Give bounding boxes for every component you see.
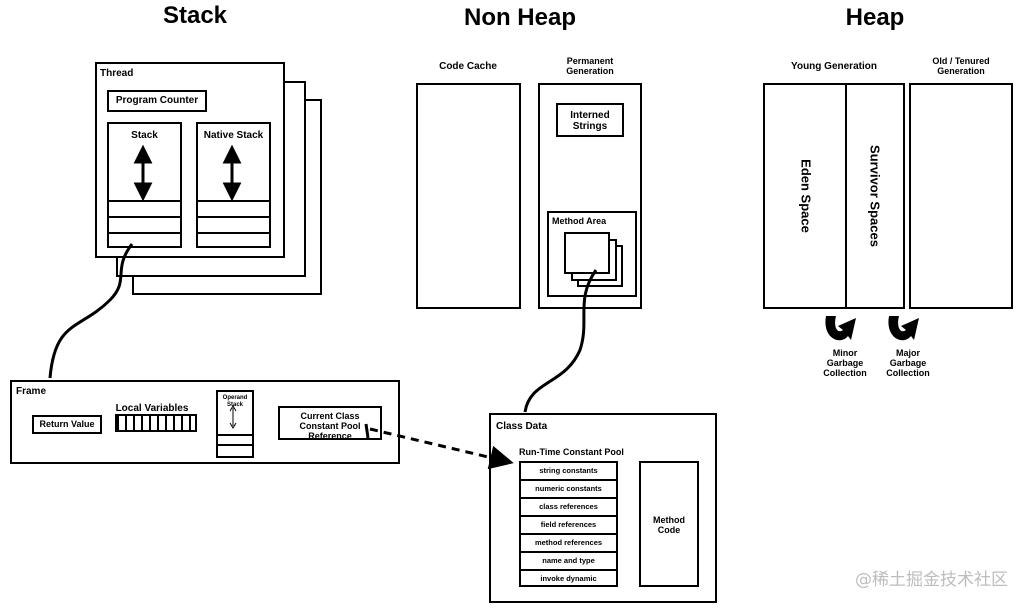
frame-title: Frame [16, 386, 47, 397]
operand-stack-box: Operand Stack [216, 390, 254, 458]
minor-gc-arrow [825, 316, 856, 341]
method-area-label: Method Area [552, 216, 607, 226]
operand-slot [218, 444, 252, 446]
thread-frame-connector [48, 243, 134, 379]
young-generation-box: Eden Space Survivor Spaces [763, 83, 905, 309]
method-area-page-1 [564, 232, 610, 274]
heap-heading: Heap [845, 4, 905, 31]
old-generation-box [909, 83, 1013, 309]
native-stack-slot [198, 200, 269, 216]
constant-pool-row: numeric constants [521, 479, 616, 497]
major-gc-arrow [888, 316, 919, 341]
stack-double-arrow [133, 144, 153, 202]
constant-pool-pointer [369, 427, 514, 470]
native-stack-slot [198, 216, 269, 232]
constant-pool-row: invoke dynamic [521, 569, 616, 587]
stack-slot [109, 200, 180, 216]
constant-pool-row: method references [521, 533, 616, 551]
operand-stack-label: Operand Stack [222, 395, 248, 408]
interned-strings-box: Interned Strings [556, 103, 624, 137]
class-data-title: Class Data [496, 421, 548, 432]
thread-box: Thread Program Counter Stack Native Stac… [95, 62, 285, 258]
method-area-class-connector [523, 269, 598, 413]
return-value: Return Value [32, 415, 102, 434]
stack-slot [109, 216, 180, 232]
frame-box: Frame Return Value Local Variables Opera… [10, 380, 400, 464]
constant-pool-ref-box: Current Class Constant Pool Reference [278, 406, 382, 441]
major-gc-label: Major Garbage Collection [886, 348, 930, 378]
native-stack-slot [198, 232, 269, 248]
class-data-box: Class Data Run-Time Constant Pool string… [489, 413, 717, 603]
non-heap-heading: Non Heap [463, 4, 576, 31]
thread-title: Thread [100, 68, 134, 79]
watermark: @稀土掘金技术社区 [855, 570, 1008, 590]
local-variables-array [115, 414, 197, 432]
old-generation-label: Old / Tenured Generation [932, 56, 990, 76]
minor-gc-label: Minor Garbage Collection [823, 348, 867, 378]
code-cache-label: Code Cache [439, 61, 497, 72]
constant-pool-row: name and type [521, 551, 616, 569]
constant-pool-ref-label: Current Class Constant Pool Reference [299, 411, 361, 441]
program-counter: Program Counter [107, 90, 207, 112]
constant-pool-row: field references [521, 515, 616, 533]
method-area-box: Method Area [547, 211, 637, 297]
permanent-generation-label: Permanent Generation [566, 56, 614, 76]
young-gen-divider [845, 85, 847, 307]
code-cache-box [416, 83, 521, 309]
operand-slot [218, 434, 252, 436]
constant-pool-row: class references [521, 497, 616, 515]
native-stack-double-arrow [222, 144, 242, 202]
stack-heading: Stack [162, 2, 228, 29]
stack-label: Stack [131, 130, 158, 141]
young-generation-label: Young Generation [791, 61, 877, 72]
pool-title: Run-Time Constant Pool [519, 447, 624, 457]
constant-pool-row: string constants [521, 461, 616, 479]
method-code-box: Method Code [639, 461, 699, 587]
local-variables-label: Local Variables [115, 403, 189, 414]
permanent-generation-box: Interned Strings Method Area [538, 83, 642, 309]
method-code-label: Method Code [653, 515, 685, 535]
native-stack-label: Native Stack [203, 130, 264, 141]
stack-slot [109, 232, 180, 248]
interned-strings-label: Interned Strings [570, 110, 610, 132]
operand-stack-arrow [229, 405, 237, 429]
